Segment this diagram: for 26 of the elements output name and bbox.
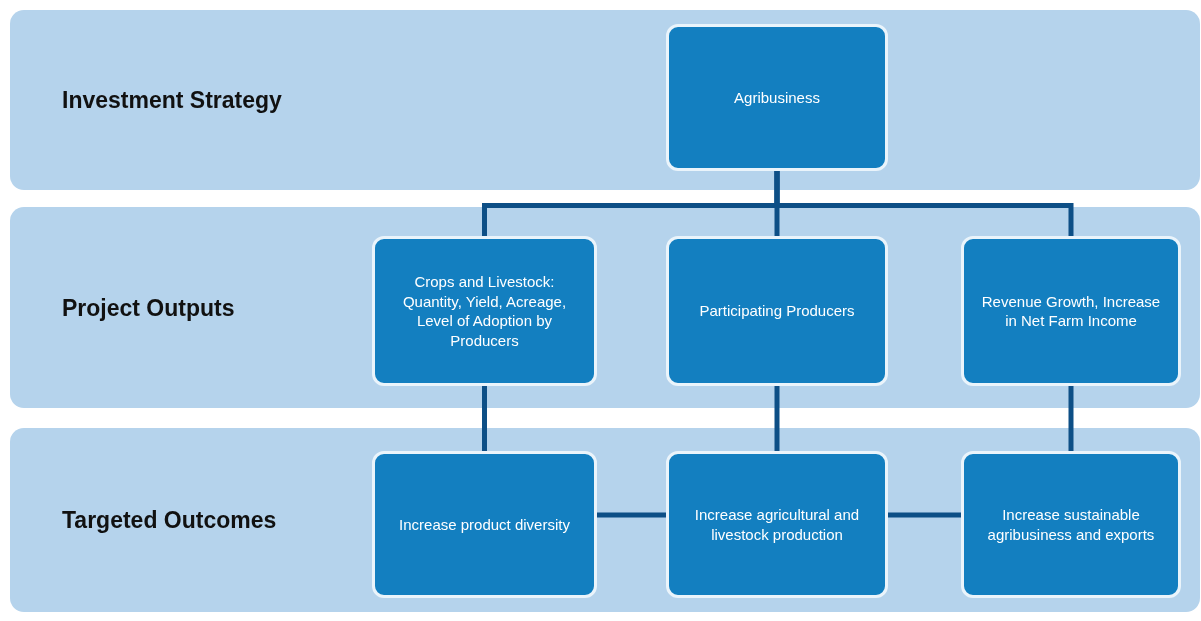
process-box — [666, 24, 888, 171]
box-label: Participating Producers — [699, 301, 855, 321]
row-band — [10, 428, 1200, 612]
row-heading: Project Outputs — [62, 294, 235, 321]
process-box — [666, 236, 888, 386]
process-box — [666, 451, 888, 598]
row-band — [10, 207, 1200, 408]
process-box — [961, 236, 1181, 386]
box-label: Revenue Growth, Increase in Net Farm Income — [980, 291, 1162, 331]
connector-line — [482, 386, 487, 451]
box-label: Agribusiness — [734, 87, 820, 108]
row-band — [10, 10, 1200, 190]
row-heading: Targeted Outcomes — [62, 506, 277, 534]
connector-line — [888, 512, 961, 518]
process-box — [961, 451, 1181, 598]
row-heading: Investment Strategy — [62, 86, 282, 114]
process-box — [372, 236, 597, 386]
box-label: Increase sustainable agribusiness and exports — [986, 505, 1156, 544]
connector-line — [597, 512, 666, 518]
connector-line — [774, 171, 1074, 236]
box-label: Increase agricultural and livestock production — [693, 505, 861, 544]
box-label: Crops and Livestock: Quantity, Yield, Acreage, Level of Adoption by Producers — [401, 272, 568, 350]
process-box — [372, 451, 597, 598]
box-label: Increase product diversity — [399, 514, 570, 535]
connector-line — [1068, 386, 1074, 451]
connector-line — [774, 386, 780, 451]
